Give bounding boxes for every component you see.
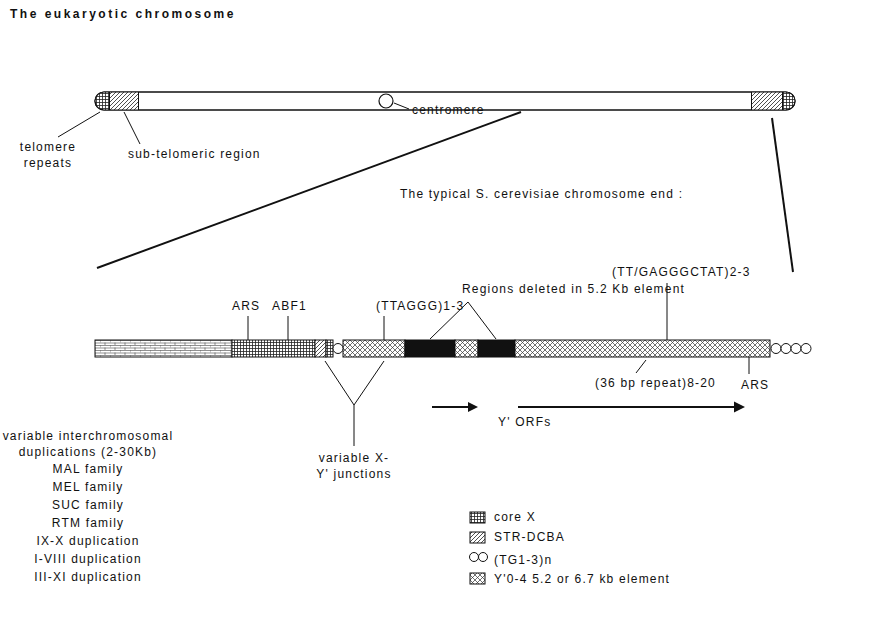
legend-swatch — [470, 553, 479, 562]
part-label: variable interchromosomal duplications (… — [0, 428, 176, 460]
chromosome-end-bar — [95, 340, 811, 357]
leader-line — [58, 103, 409, 144]
leader-line — [354, 361, 384, 405]
chromosome-end-bar — [478, 340, 515, 357]
part-label: telomere repeats — [12, 139, 84, 171]
family-label: SUC family — [0, 497, 176, 513]
leader-line — [384, 316, 385, 340]
legend-text: (TG1-3)n — [494, 552, 552, 568]
legend-swatch — [470, 512, 485, 523]
legend-swatch — [479, 553, 488, 562]
part-label: variable X-Y' junctions — [316, 450, 392, 482]
chromosome-end-bar — [455, 340, 478, 357]
chromosome-end-bar — [315, 340, 326, 357]
family-label: IX-X duplication — [0, 533, 176, 549]
leader-line — [636, 360, 646, 373]
family-label: MEL family — [0, 479, 176, 495]
whole-chromosome — [379, 94, 393, 108]
chromosome-end-bar — [771, 344, 781, 354]
leader-line — [58, 112, 100, 137]
leader-line — [468, 302, 496, 339]
chromosome-end-bar — [333, 344, 343, 354]
leader-line — [124, 112, 140, 144]
whole-chromosome — [751, 92, 752, 110]
legend-text: STR-DCBA — [494, 529, 565, 545]
chromosome-end-bar — [343, 340, 405, 357]
zoom-line — [97, 112, 793, 272]
leader-line — [749, 357, 750, 374]
legend-swatch — [470, 512, 488, 584]
chromosome-end-bar — [515, 340, 770, 357]
part-label: sub-telomeric region — [128, 146, 261, 162]
whole-chromosome — [109, 92, 110, 110]
part-label: Regions deleted in 5.2 Kb element — [462, 281, 685, 297]
chromosome-end-bar — [95, 340, 232, 357]
orf-arrow — [468, 402, 478, 412]
orf-arrow — [432, 406, 470, 408]
chromosome-end-bar — [781, 344, 791, 354]
family-label: I-VIII duplication — [0, 551, 176, 567]
whole-chromosome — [138, 92, 139, 110]
legend-text: Y'0-4 5.2 or 6.7 kb element — [494, 571, 670, 587]
leader-line — [325, 361, 354, 405]
chromosome-end-bar — [232, 340, 315, 357]
orf-arrow — [734, 402, 745, 413]
whole-chromosome — [110, 92, 138, 110]
orf-arrow — [518, 406, 736, 408]
chromosome-end-bar — [801, 344, 811, 354]
legend-swatch — [470, 532, 485, 543]
chromosome-end-bar — [791, 344, 801, 354]
legend-swatch — [470, 573, 485, 584]
family-label: RTM family — [0, 515, 176, 531]
whole-chromosome — [752, 92, 782, 110]
sequence-label: (36 bp repeat)8-20 — [595, 375, 716, 391]
orf-arrow — [432, 402, 745, 413]
section-heading: The typical S. cerevisiae chromosome end… — [400, 186, 683, 202]
family-label: III-XI duplication — [0, 569, 176, 585]
site-label: ABF1 — [272, 298, 307, 314]
site-label: ARS — [232, 298, 260, 314]
part-label: centromere — [412, 102, 485, 118]
leader-line — [394, 103, 409, 109]
chromosome-end-bar — [326, 340, 333, 357]
leader-line — [248, 316, 249, 340]
part-label: Y' ORFs — [498, 414, 551, 430]
leader-line — [354, 405, 355, 446]
site-label: ARS — [741, 377, 769, 393]
family-label: MAL family — [0, 461, 176, 477]
chromosome-end-bar — [405, 340, 455, 357]
figure-title: The eukaryotic chromosome — [10, 6, 236, 22]
whole-chromosome — [782, 92, 783, 110]
zoom-line — [772, 118, 793, 272]
legend-text: core X — [494, 509, 536, 525]
leader-line — [288, 316, 289, 340]
sequence-label: (TT/GAGGGCTAT)2-3 — [612, 264, 751, 280]
leader-line — [248, 283, 749, 446]
sequence-label: (TTAGGG)1-3 — [376, 298, 464, 314]
